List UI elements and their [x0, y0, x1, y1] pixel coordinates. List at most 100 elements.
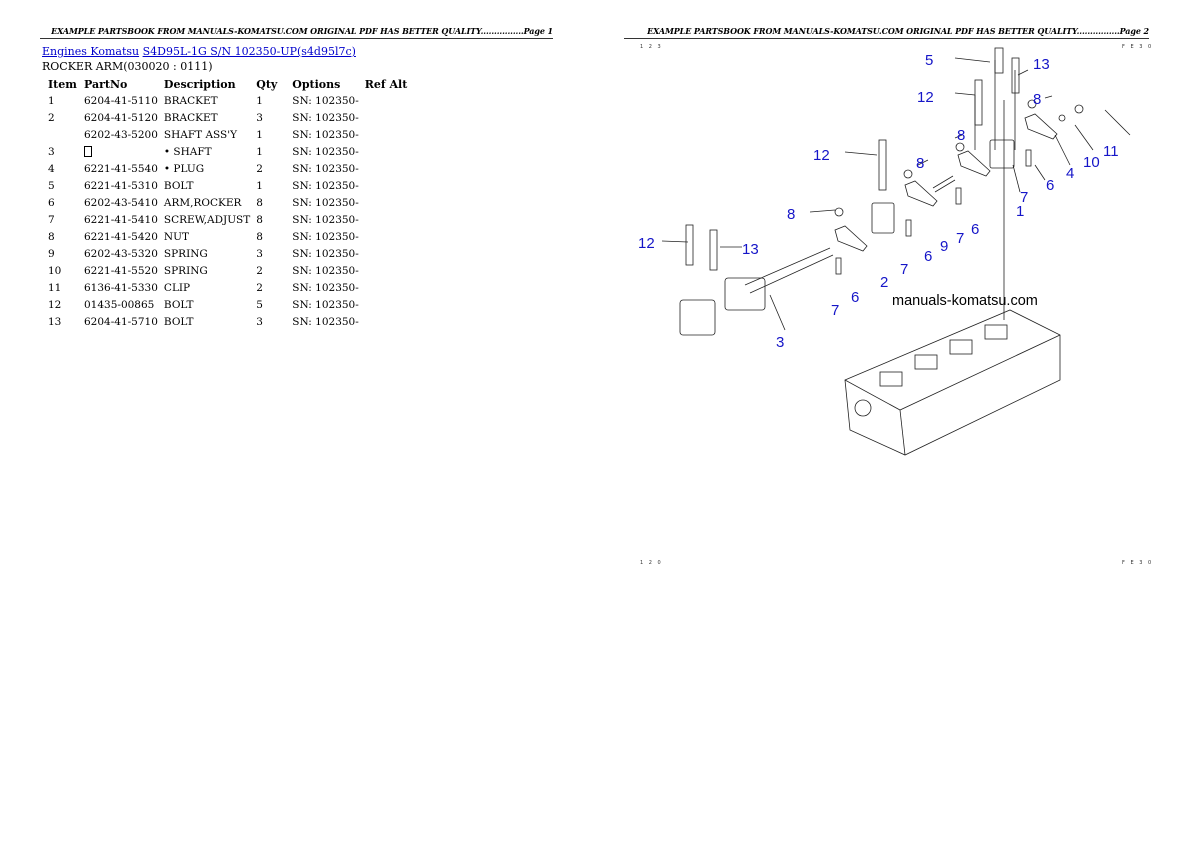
cell-ref-alt	[362, 313, 411, 330]
cell-description: BRACKET	[163, 94, 218, 107]
cell-partno: 6221-41-5520	[84, 264, 158, 277]
cell-description: SPRING	[163, 247, 208, 260]
cell-options: SN: 102350-	[292, 196, 359, 209]
cell-description: BRACKET	[163, 111, 218, 124]
cell-ref-alt	[362, 262, 411, 279]
cell-partno: 6221-41-5410	[84, 213, 158, 226]
breadcrumb-link-engines[interactable]: Engines Komatsu	[42, 45, 140, 58]
cell-qty: 1	[256, 179, 263, 192]
col-ref-alt: Ref Alt	[364, 77, 408, 91]
callout-11: 11	[1103, 143, 1119, 160]
page-2-header: EXAMPLE PARTSBOOK FROM MANUALS-KOMATSU.C…	[624, 26, 1149, 39]
table-row: 13 6204-41-5710 BOLT 3 SN: 102350-	[42, 313, 410, 330]
cell-qty: 5	[256, 298, 263, 311]
callout-2: 2	[880, 274, 888, 291]
cell-qty: 3	[256, 111, 263, 124]
cell-ref-alt	[362, 279, 411, 296]
cell-options: SN: 102350-	[292, 230, 359, 243]
cell-qty: 8	[256, 196, 263, 209]
cell-item: 2	[48, 111, 55, 124]
cell-options: SN: 102350-	[292, 264, 359, 277]
cell-options: SN: 102350-	[292, 94, 359, 107]
callout-1: 1	[1016, 203, 1024, 220]
callout-8: 8	[957, 127, 965, 144]
callout-6: 6	[851, 289, 859, 306]
cell-partno	[81, 143, 161, 160]
cell-qty: 1	[256, 128, 263, 141]
cell-options: SN: 102350-	[292, 247, 359, 260]
corner-code-bottom-left: 1 2 0	[640, 560, 663, 566]
cell-item: 9	[48, 247, 55, 260]
cell-options: SN: 102350-	[292, 128, 359, 141]
col-partno: PartNo	[84, 77, 128, 91]
callout-4: 4	[1066, 165, 1074, 182]
callout-8: 8	[787, 206, 795, 223]
callout-7: 7	[900, 261, 908, 278]
cell-item: 11	[48, 281, 62, 294]
table-row: 9 6202-43-5320 SPRING 3 SN: 102350-	[42, 245, 410, 262]
callout-5: 5	[925, 52, 933, 69]
cell-options: SN: 102350-	[292, 315, 359, 328]
table-row: 6202-43-5200 SHAFT ASS'Y 1 SN: 102350-	[42, 126, 410, 143]
cell-ref-alt	[362, 92, 411, 109]
col-description: Description	[163, 77, 236, 91]
callout-8: 8	[916, 155, 924, 172]
cell-ref-alt	[362, 177, 411, 194]
callout-6: 6	[924, 248, 932, 265]
cell-item: 3	[48, 145, 55, 158]
cell-partno: 6202-43-5410	[84, 196, 158, 209]
cell-item: 12	[48, 298, 62, 311]
callout-13: 13	[1033, 56, 1050, 73]
callout-8: 8	[1033, 91, 1041, 108]
callout-13: 13	[742, 241, 759, 258]
cell-options: SN: 102350-	[292, 298, 359, 311]
callout-6: 6	[971, 221, 979, 238]
cell-description: BOLT	[163, 315, 194, 328]
cell-description: SPRING	[163, 264, 208, 277]
callout-10: 10	[1083, 154, 1100, 171]
watermark-text: manuals-komatsu.com	[892, 293, 1038, 309]
cell-partno: 6202-43-5200	[84, 128, 158, 141]
cell-ref-alt	[362, 109, 411, 126]
cell-item: 1	[48, 94, 55, 107]
callout-6: 6	[1046, 177, 1054, 194]
cell-ref-alt	[362, 228, 411, 245]
callout-9: 9	[940, 238, 948, 255]
cell-partno: 6221-41-5420	[84, 230, 158, 243]
corner-code-top-right: F E 3 0	[1122, 44, 1154, 50]
breadcrumb-link-model[interactable]: S4D95L-1G S/N 102350-UP(s4d95l7c)	[142, 45, 356, 58]
cell-description: • SHAFT	[163, 145, 212, 158]
cell-qty: 2	[256, 162, 263, 175]
callout-7: 7	[956, 230, 964, 247]
corner-code-bottom-right: F E 3 0	[1122, 560, 1154, 566]
cell-description: BOLT	[163, 179, 194, 192]
parts-table: Item PartNo Description Qty Options Ref …	[42, 76, 410, 330]
cell-item: 4	[48, 162, 55, 175]
breadcrumb: Engines Komatsu S4D95L-1G S/N 102350-UP(…	[42, 45, 356, 59]
page-1-header: EXAMPLE PARTSBOOK FROM MANUALS-KOMATSU.C…	[40, 26, 553, 39]
cell-item: 13	[48, 315, 62, 328]
cell-options: SN: 102350-	[292, 281, 359, 294]
cell-ref-alt	[362, 211, 411, 228]
cell-options: SN: 102350-	[292, 162, 359, 175]
cell-partno: 6204-41-5710	[84, 315, 158, 328]
cell-ref-alt	[362, 194, 411, 211]
cell-description: ARM,ROCKER	[163, 196, 242, 209]
cell-partno: 6136-41-5330	[84, 281, 158, 294]
cell-qty: 3	[256, 315, 263, 328]
cell-partno: 6204-41-5120	[84, 111, 158, 124]
callout-7: 7	[1020, 189, 1028, 206]
cell-qty: 3	[256, 247, 263, 260]
cell-qty: 2	[256, 264, 263, 277]
cell-options: SN: 102350-	[292, 213, 359, 226]
cell-item: 7	[48, 213, 55, 226]
cell-partno: 6202-43-5320	[84, 247, 158, 260]
callout-12: 12	[638, 235, 655, 252]
cell-description: SHAFT ASS'Y	[163, 128, 238, 141]
